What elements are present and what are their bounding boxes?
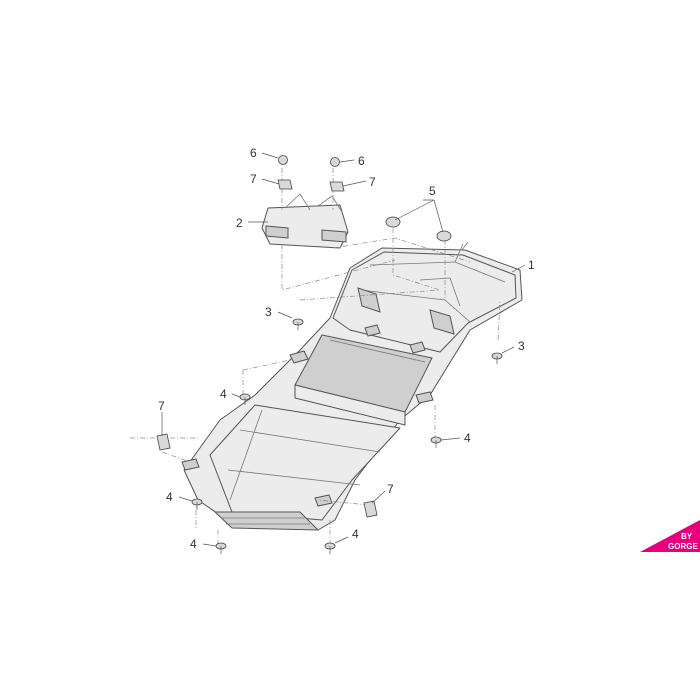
- callout-6: 6: [358, 154, 365, 168]
- clip-icon: [277, 179, 293, 190]
- callout-5: 5: [429, 184, 436, 198]
- logo-line-1: BY: [681, 532, 693, 541]
- callout-3: 3: [265, 305, 272, 319]
- clip-icon: [329, 181, 345, 192]
- grommet-icon: [436, 230, 452, 242]
- callout-7: 7: [387, 482, 394, 496]
- logo-badge-shape: [640, 520, 700, 552]
- clip-icon: [156, 433, 171, 451]
- callout-7: 7: [369, 175, 376, 189]
- assembly-lines: [130, 168, 501, 550]
- callout-4: 4: [352, 527, 359, 541]
- nut-icon: [330, 157, 340, 167]
- callout-4: 4: [190, 537, 197, 551]
- undertray-part: [181, 241, 523, 531]
- screw-icon: [215, 542, 227, 554]
- bracket-part: [261, 193, 349, 249]
- screw-icon: [191, 498, 203, 510]
- callout-labels: 1 2 3 3 4 4 4 4 4 5 6 6 7 7 7 7: [158, 146, 535, 551]
- callout-4: 4: [166, 490, 173, 504]
- clip-icon: [363, 500, 378, 518]
- logo-line-2: GORGE: [668, 542, 698, 551]
- callout-2: 2: [236, 216, 243, 230]
- callout-3: 3: [518, 339, 525, 353]
- brand-logo: BY GORGE: [640, 520, 700, 552]
- screw-icon: [324, 542, 336, 554]
- screw-icon: [491, 352, 503, 364]
- callout-7: 7: [250, 172, 257, 186]
- callout-1: 1: [528, 258, 535, 272]
- callout-6: 6: [250, 146, 257, 160]
- screw-icon: [430, 436, 442, 448]
- screw-icon: [292, 318, 304, 330]
- callout-4: 4: [464, 431, 471, 445]
- leader-lines: [161, 152, 526, 547]
- callout-4: 4: [220, 387, 227, 401]
- nut-icon: [278, 155, 288, 165]
- callout-7: 7: [158, 399, 165, 413]
